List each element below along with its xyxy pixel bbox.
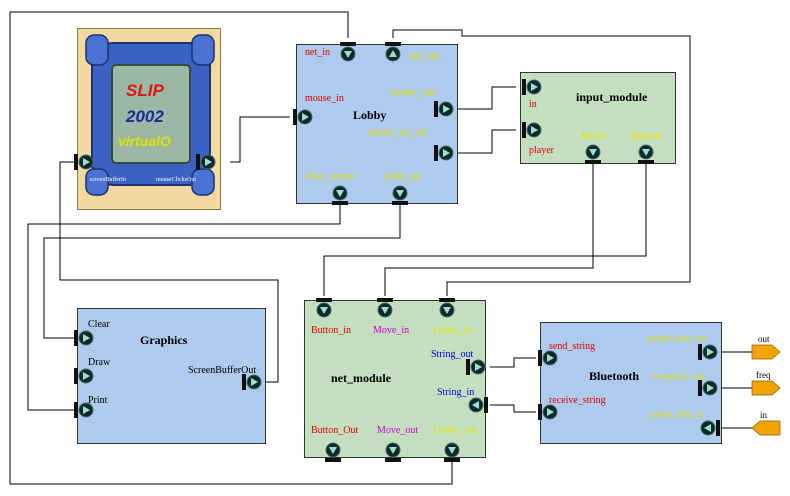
port-label-string-in: String_in <box>437 387 475 398</box>
port-send-string[interactable] <box>537 349 558 367</box>
ext-label-in: in <box>760 410 768 420</box>
lobby-module[interactable]: Lobby net_in net_out mouse_in mouse_out … <box>296 44 458 204</box>
port-label-move-in: Move_in <box>373 325 410 336</box>
port-label-move-out: Move_out <box>377 425 419 436</box>
bluetooth-title: Bluetooth <box>589 369 640 383</box>
port-label-draw: Draw <box>88 357 111 368</box>
port-receive-string[interactable] <box>537 403 558 421</box>
port-string-in[interactable] <box>468 396 489 414</box>
net-module-title: net_module <box>331 371 391 385</box>
wire-clear <box>27 205 341 411</box>
port-player[interactable] <box>521 121 542 139</box>
port-button[interactable] <box>637 144 655 165</box>
wires <box>9 11 752 485</box>
port-label-frequency-out: frequency_out <box>653 371 705 381</box>
port-mouse-in[interactable] <box>292 108 313 126</box>
port-label-string-out: String_out <box>431 349 474 360</box>
port-mouseclicksout[interactable] <box>195 153 216 171</box>
port-label-button-in: Button_in <box>311 325 352 336</box>
port-mouse-out[interactable] <box>433 100 454 118</box>
wire-button <box>323 164 647 296</box>
graphics-title: Graphics <box>140 333 188 347</box>
port-net-out[interactable] <box>384 41 402 62</box>
port-label-in: in <box>529 99 537 110</box>
port-move-in[interactable] <box>376 297 394 318</box>
port-label-screenbufferin: screenBufferIn <box>90 177 126 183</box>
wire-mouse-out <box>458 86 516 110</box>
port-label-net-in: net_in <box>305 47 330 58</box>
port-button-in[interactable] <box>315 297 333 318</box>
port-label-receive-string: receive_string <box>549 395 606 406</box>
screen-line-3: virtualO <box>118 133 171 149</box>
port-label-move: Move <box>581 130 607 142</box>
lobby-title: Lobby <box>353 108 387 122</box>
port-label-lobby-out: Lobby_out <box>433 425 477 436</box>
port-packet-data-in[interactable] <box>700 419 721 437</box>
ext-label-freq: freq <box>756 370 771 380</box>
wire-print <box>43 205 401 339</box>
port-in[interactable] <box>521 78 542 96</box>
ext-label-out: out <box>758 334 770 344</box>
port-screenbufferout[interactable] <box>241 373 262 391</box>
port-label-print-out: print_out <box>385 171 422 182</box>
port-print[interactable] <box>73 401 94 419</box>
wire-string-out <box>490 357 536 368</box>
external-ports <box>751 344 781 436</box>
wire-screenbuf <box>59 161 279 383</box>
port-print-out[interactable] <box>391 185 409 206</box>
port-draw[interactable] <box>73 367 94 385</box>
port-label-print: Print <box>88 395 108 406</box>
port-label-packet-data-out: packet_data_out <box>647 333 706 343</box>
bluetooth-module[interactable]: Bluetooth send_string receive_string pac… <box>540 322 722 444</box>
port-label-screenbufferout: ScreenBufferOut <box>188 365 257 376</box>
port-move[interactable] <box>584 144 602 165</box>
port-net-in[interactable] <box>339 41 357 62</box>
device-module[interactable]: SLIP 2002 virtualO screenBufferIn mouseC… <box>77 28 221 210</box>
screen-line-1: SLIP <box>126 81 164 100</box>
wire-net-in <box>9 11 453 485</box>
ext-port-in <box>751 420 781 436</box>
wire-net-out <box>392 29 691 296</box>
port-screenbufferin[interactable] <box>73 153 94 171</box>
port-player-no-out[interactable] <box>433 144 454 162</box>
port-move-out[interactable] <box>384 442 402 463</box>
port-label-clear: Clear <box>88 319 110 330</box>
port-label-button: Button <box>631 130 661 142</box>
net-module[interactable]: net_module Button_in Move_in Lobby_in St… <box>304 300 486 458</box>
screen-line-2: 2002 <box>126 107 164 126</box>
port-clear[interactable] <box>73 329 94 347</box>
port-frequency-out[interactable] <box>697 379 718 397</box>
wire-mouse <box>230 116 290 163</box>
port-label-mouseclicksout: mouseClicksOut <box>156 177 196 183</box>
ext-port-out <box>751 344 781 360</box>
port-label-net-out: net_out <box>409 51 439 62</box>
graphics-module[interactable]: Graphics Clear Draw Print ScreenBufferOu… <box>77 308 266 444</box>
port-label-lobby-in: Lobby_in <box>433 325 472 336</box>
port-label-button-out: Button_Out <box>311 425 359 436</box>
port-label-player-no-out: player_no_out <box>369 127 427 138</box>
port-lobby-out[interactable] <box>443 442 461 463</box>
port-string-out[interactable] <box>465 358 486 376</box>
wire-player <box>458 129 516 154</box>
port-clear-screen[interactable] <box>331 185 349 206</box>
input-module-title: input_module <box>576 90 648 104</box>
ext-port-freq <box>751 380 781 396</box>
port-label-mouse-out: mouse_out <box>391 87 435 98</box>
port-lobby-in[interactable] <box>438 297 456 318</box>
port-label-packet-data-in: packet_data_in <box>649 409 704 419</box>
port-packet-data-out[interactable] <box>697 343 718 361</box>
port-label-send-string: send_string <box>549 341 596 352</box>
port-label-clear-screen: clear_screen <box>305 171 355 182</box>
pda-device-icon <box>85 34 215 196</box>
wire-move <box>384 164 594 296</box>
port-label-mouse-in: mouse_in <box>305 93 344 104</box>
port-label-player: player <box>529 145 554 156</box>
wire-string-in <box>490 404 536 413</box>
port-button-out[interactable] <box>324 442 342 463</box>
